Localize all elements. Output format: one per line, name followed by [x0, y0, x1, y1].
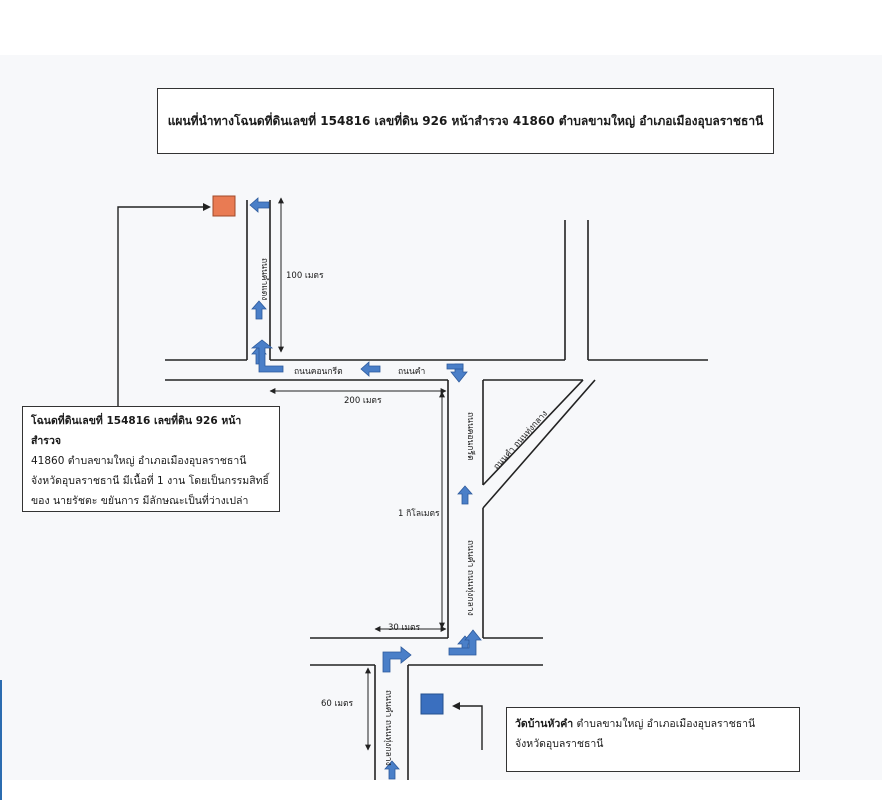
plot-info-line3: จังหวัดอุบลราชธานี มีเนื้อที่ 1 งาน โดยเ…: [31, 474, 269, 487]
plot-info-line2: 41860 ตำบลขามใหญ่ อำเภอเมืองอุบลราชธานี: [31, 454, 247, 467]
map-labels: ถนนคำแดง ถนนคอนกรีต ถนนคำ ถนนคอนกรีต ถนน…: [259, 258, 550, 766]
temple-leader: [458, 705, 483, 750]
distance-label-100m: 100 เมตร: [286, 271, 324, 281]
plot-info-line4: ของ นายรัชตะ ขยันการ มีลักษณะเป็นที่ว่าง…: [31, 494, 249, 507]
turn-arrow-up-right-icon: [250, 339, 284, 373]
roads: [165, 200, 708, 780]
road-label-kham-thungklang-bottom: ถนนคำ ถนนทุ่งกลาง: [383, 690, 393, 766]
road-label-khamtaen: ถนนคำแดง: [259, 258, 269, 300]
turn-arrow-bottom-right-icon: [448, 629, 482, 656]
map-title: แผนที่นำทางโฉนดที่ดินเลขที่ 154816 เลขที…: [167, 113, 764, 128]
dimension-lines: [269, 197, 447, 751]
road-label-concrete: ถนนคอนกรีต: [294, 366, 343, 377]
plot-info-box: โฉนดที่ดินเลขที่ 154816 เลขที่ดิน 926 หน…: [22, 406, 280, 512]
arrow-left-icon: [360, 361, 381, 377]
temple-info-box: วัดบ้านหัวคำ ตำบลขามใหญ่ อำเภอเมืองอุบลร…: [506, 707, 800, 772]
arrow-up-icon: [251, 300, 267, 320]
edge-line: [0, 680, 2, 800]
map-title-box: แผนที่นำทางโฉนดที่ดินเลขที่ 154816 เลขที…: [157, 88, 774, 154]
arrow-left-icon: [249, 197, 270, 213]
plot-leader: [117, 206, 207, 406]
distance-label-1km: 1 กิโลเมตร: [398, 508, 440, 519]
route-arrows: [249, 197, 482, 780]
temple-location: ตำบลขามใหญ่ อำเภอเมืองอุบลราชธานี: [573, 718, 756, 730]
distance-label-60m: 60 เมตร: [321, 699, 354, 709]
road-label-kham-thungklang-main: ถนนคำ ถนนทุ่งกลาง: [465, 540, 475, 616]
distance-label-200m: 200 เมตร: [344, 396, 382, 406]
temple-marker: [420, 693, 444, 715]
distance-label-30m: 30 เมตร: [388, 623, 421, 633]
road-label-concrete-vertical: ถนนคอนกรีต: [465, 412, 476, 461]
road-label-kham: ถนนคำ: [398, 367, 425, 377]
plot-marker: [212, 195, 236, 217]
temple-province: จังหวัดอุบลราชธานี: [515, 737, 604, 750]
temple-info-line1: วัดบ้านหัวคำ ตำบลขามใหญ่ อำเภอเมืองอุบลร…: [515, 715, 791, 735]
arrow-up-icon: [457, 485, 473, 505]
plot-info-line1: โฉนดที่ดินเลขที่ 154816 เลขที่ดิน 926 หน…: [31, 415, 242, 447]
temple-name: วัดบ้านหัวคำ: [515, 718, 574, 730]
leader-lines: [117, 206, 483, 750]
turn-arrow-lower-left-icon: [382, 646, 412, 673]
